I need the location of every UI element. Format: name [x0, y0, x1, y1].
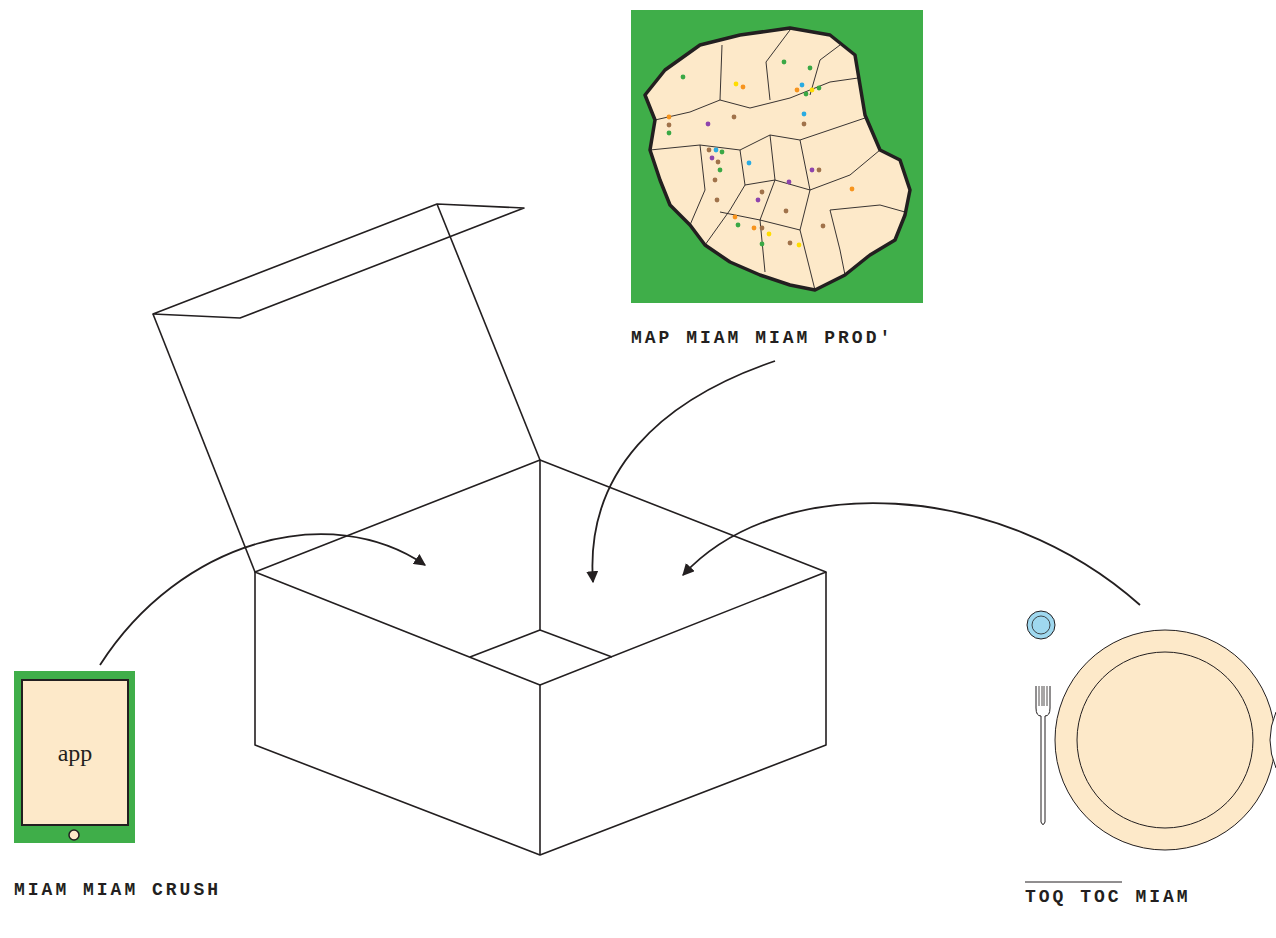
phone-card: appMIAM MIAM CRUSH [14, 671, 135, 901]
map-title: MAP MIAM MIAM PROD' [631, 328, 893, 348]
map-card: MAP MIAM MIAM PROD' [631, 10, 923, 355]
table-card: TOQ TOC MIAM [1025, 611, 1276, 911]
gift-box [153, 204, 826, 855]
map-dots [667, 60, 855, 248]
curved-arrow [683, 503, 1140, 605]
table-title: TOQ TOC MIAM [1025, 887, 1191, 907]
curved-arrow [592, 361, 775, 582]
screen-text: app [58, 739, 93, 767]
app-title-slot: MIAM MIAM CRUSH [14, 880, 221, 900]
screen-text-slot: app [22, 680, 128, 825]
table-setting [1025, 611, 1276, 882]
curved-arrow [100, 534, 425, 665]
app-title: MIAM MIAM CRUSH [14, 880, 221, 900]
phone-icon [14, 671, 135, 843]
map-title-slot: MAP MIAM MIAM PROD' [631, 328, 893, 348]
map-illustration [631, 10, 923, 303]
table-title-slot: TOQ TOC MIAM [1025, 887, 1191, 907]
